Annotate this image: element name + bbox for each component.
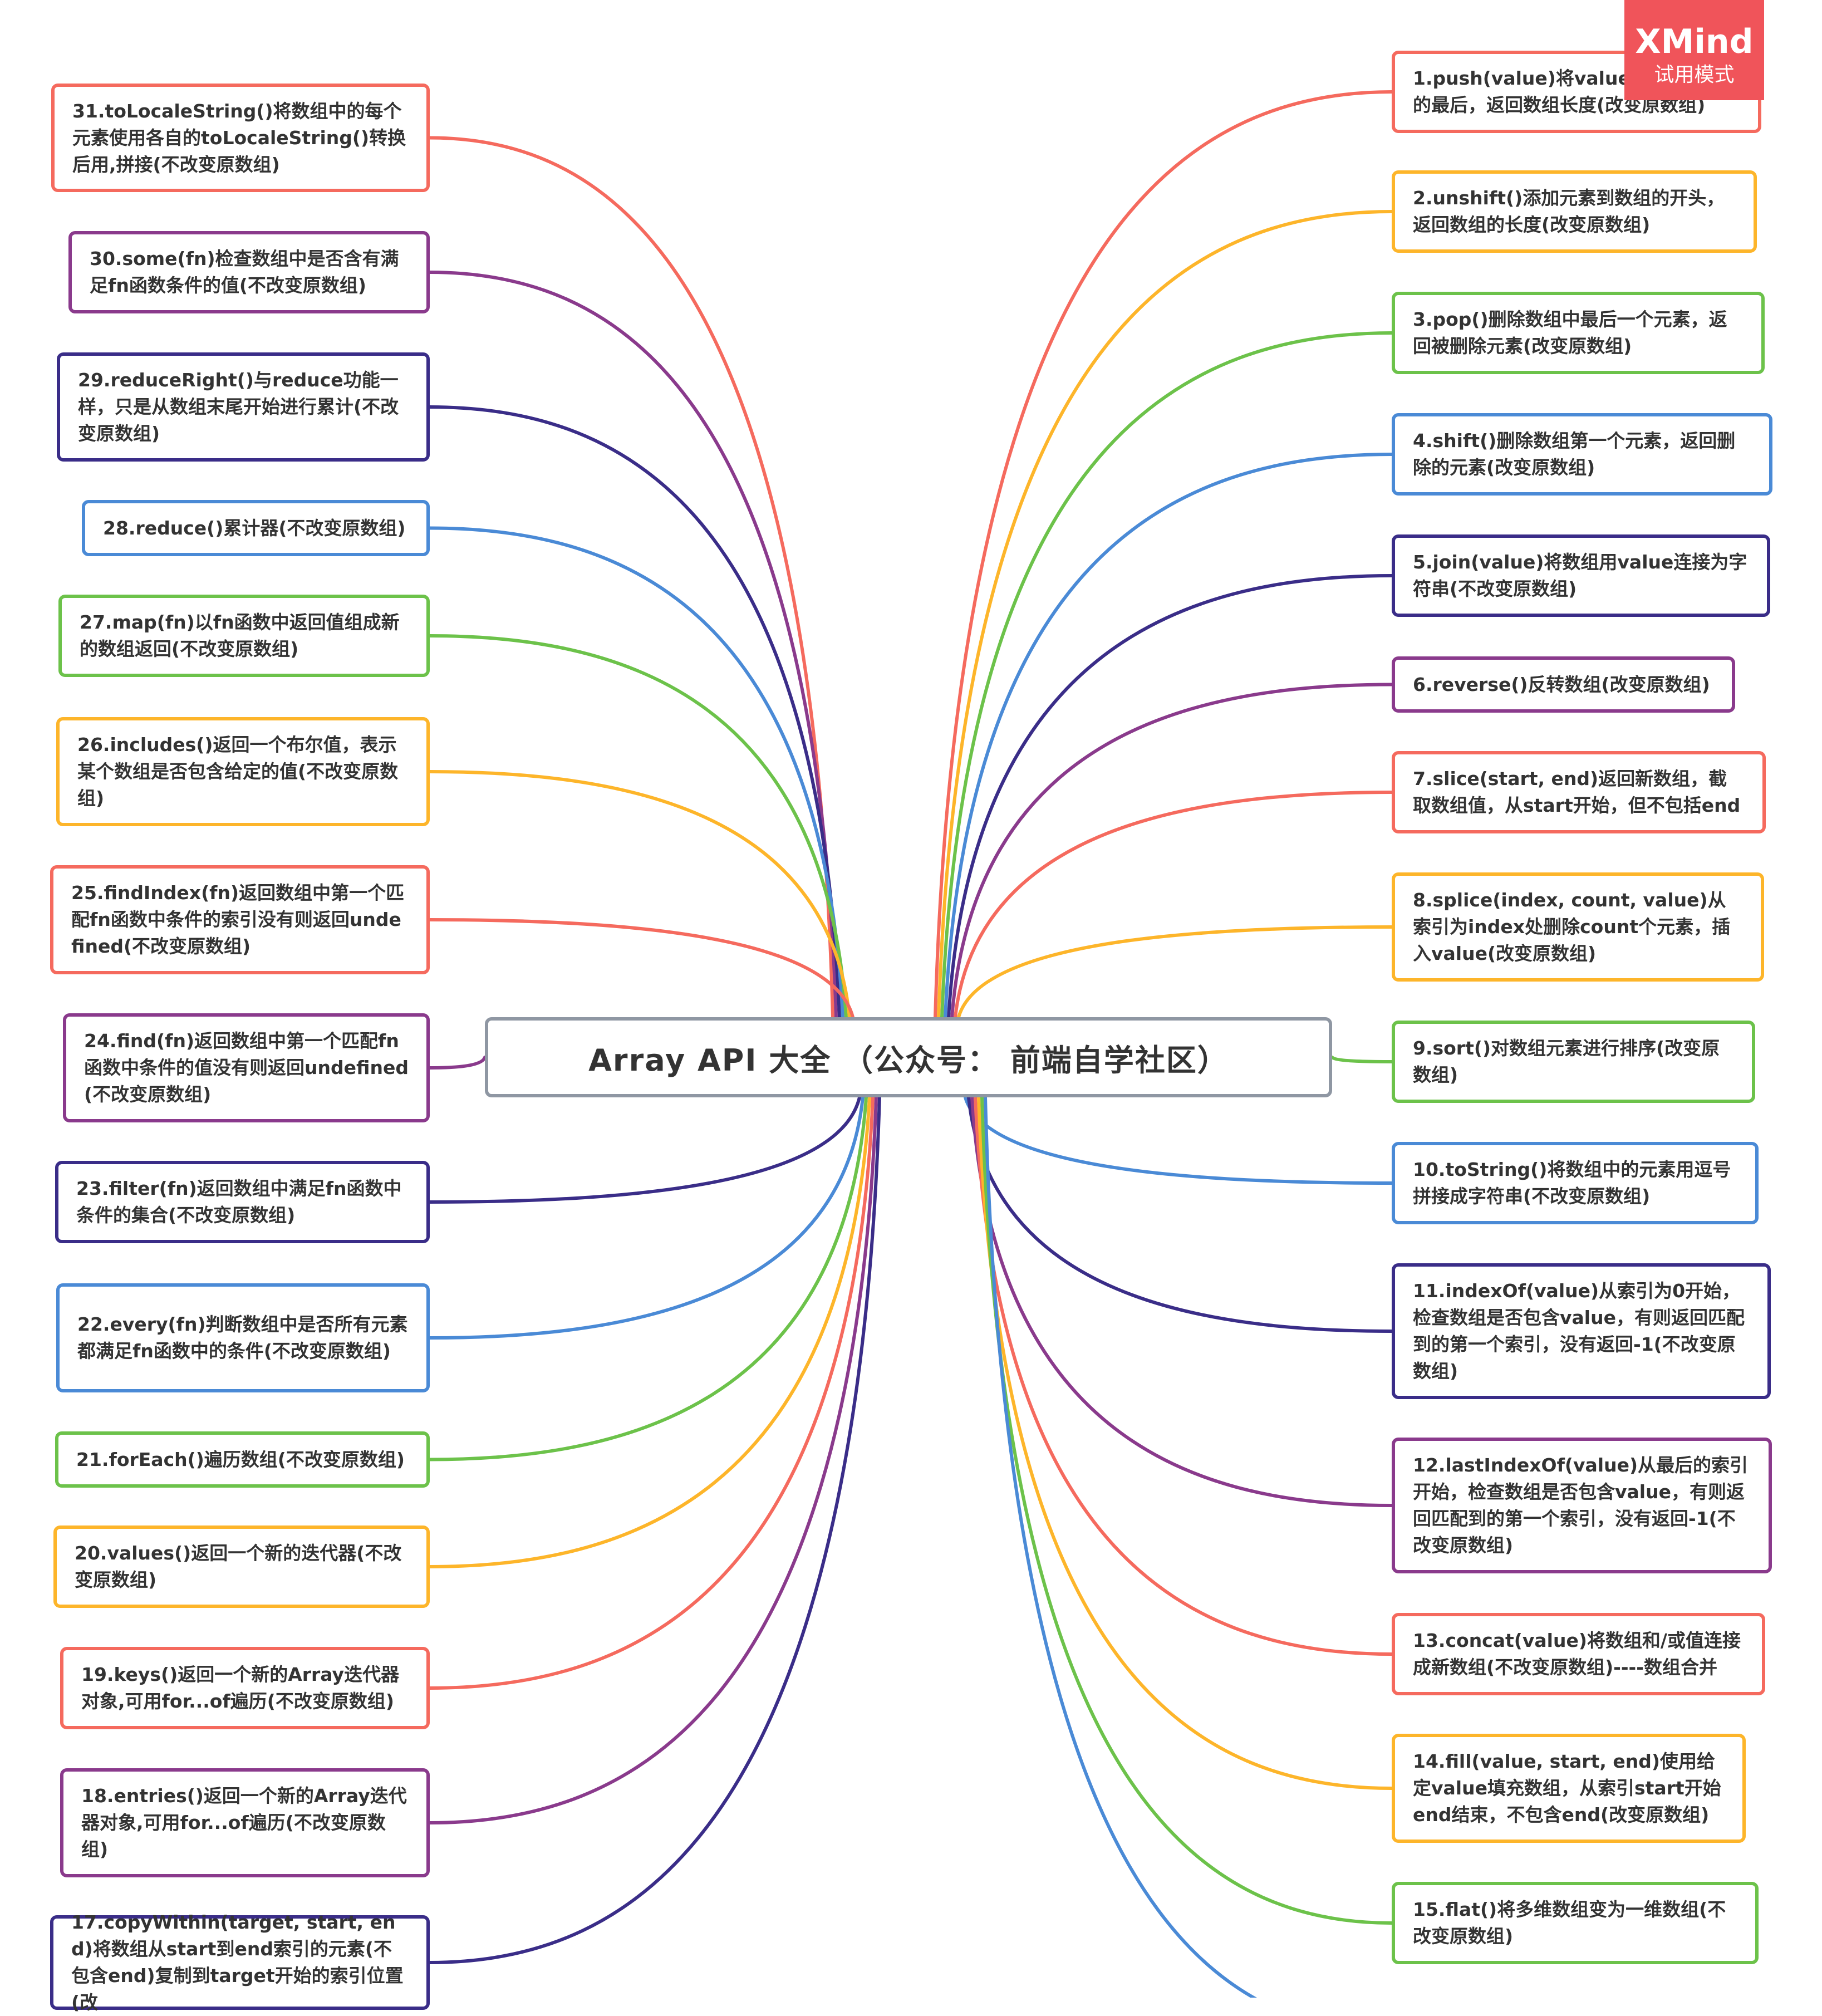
left-topic-label: 23.filter(fn)返回数组中满足fn函数中条件的集合(不改变原数组): [76, 1178, 402, 1226]
right-topic-6[interactable]: 7.slice(start, end)返回新数组，截取数组值，从start开始，…: [1392, 751, 1766, 833]
left-topic-label: 30.some(fn)检查数组中是否含有满足fn函数条件的值(不改变原数组): [90, 248, 399, 296]
right-topic-label: 3.pop()删除数组中最后一个元素，返回被删除元素(改变原数组): [1413, 308, 1727, 357]
left-branch-line-13: [428, 1096, 878, 1824]
left-topic-12[interactable]: 19.keys()返回一个新的Array迭代器对象,可用for...of遍历(不…: [60, 1647, 430, 1729]
left-branch-line-9: [428, 1096, 865, 1340]
central-topic-title: Array API 大全 （公众号： 前端自学社区）: [588, 1042, 1229, 1078]
left-topic-2[interactable]: 29.reduceRight()与reduce功能一样，只是从数组末尾开始进行累…: [57, 352, 430, 462]
left-branch-line-0: [428, 136, 834, 1019]
left-branch-line-11: [428, 1096, 871, 1568]
left-topic-label: 24.find(fn)返回数组中第一个匹配fn函数中条件的值没有则返回undef…: [84, 1030, 409, 1105]
left-topic-label: 29.reduceRight()与reduce功能一样，只是从数组末尾开始进行累…: [78, 369, 399, 444]
left-topic-9[interactable]: 22.every(fn)判断数组中是否所有元素都满足fn函数中的条件(不改变原数…: [56, 1283, 430, 1392]
right-topic-label: 10.toString()将数组中的元素用逗号拼接成字符串(不改变原数组): [1413, 1159, 1731, 1207]
right-branch-line-8: [1330, 1056, 1393, 1063]
left-topic-10[interactable]: 21.forEach()遍历数组(不改变原数组): [55, 1431, 430, 1488]
right-topic-label: 6.reverse()反转数组(改变原数组): [1413, 673, 1710, 695]
left-topic-14[interactable]: 17.copyWithin(target, start, end)将数组从sta…: [50, 1911, 430, 2013]
left-topic-0[interactable]: 31.toLocaleString()将数组中的每个元素使用各自的toLocal…: [51, 84, 430, 192]
right-topic-label: 14.fill(value, start, end)使用给定value填充数组，…: [1413, 1750, 1721, 1826]
right-topic-4[interactable]: 5.join(value)将数组用value连接为字符串(不改变原数组): [1392, 534, 1770, 617]
left-branch-line-10: [428, 1096, 868, 1461]
left-branch-line-8: [428, 1096, 861, 1204]
right-branch-line-7: [957, 925, 1393, 1019]
left-topic-8[interactable]: 23.filter(fn)返回数组中满足fn函数中条件的集合(不改变原数组): [55, 1161, 430, 1243]
left-branch-line-1: [428, 271, 838, 1019]
left-topic-label: 19.keys()返回一个新的Array迭代器对象,可用for...of遍历(不…: [81, 1664, 400, 1712]
left-topic-label: 28.reduce()累计器(不改变原数组): [103, 517, 406, 539]
left-topic-label: 17.copyWithin(target, start, end)将数组从sta…: [71, 1911, 404, 2013]
left-branch-line-5: [428, 770, 851, 1019]
left-topic-label: 21.forEach()遍历数组(不改变原数组): [76, 1448, 405, 1470]
right-topic-label: 8.splice(index, count, value)从索引为index处删…: [1413, 889, 1731, 964]
right-topic-label: 4.shift()删除数组第一个元素，返回删除的元素(改变原数组): [1413, 430, 1736, 478]
left-branch-line-2: [428, 405, 841, 1019]
right-branch-line-9: [964, 1096, 1393, 1185]
right-topic-7[interactable]: 8.splice(index, count, value)从索引为index处删…: [1392, 872, 1764, 982]
right-branch-line-13: [977, 1096, 1393, 1790]
left-branch-line-3: [428, 526, 844, 1019]
right-topic-label: 11.indexOf(value)从索引为0开始，检查数组是否包含value，有…: [1413, 1280, 1745, 1382]
right-topic-label: 2.unshift()添加元素到数组的开头，返回数组的长度(改变原数组): [1413, 187, 1725, 236]
central-topic[interactable]: Array API 大全 （公众号： 前端自学社区）: [485, 1017, 1332, 1097]
left-topic-1[interactable]: 30.some(fn)检查数组中是否含有满足fn函数条件的值(不改变原数组): [68, 231, 430, 313]
left-topic-3[interactable]: 28.reduce()累计器(不改变原数组): [82, 500, 430, 556]
left-branch-line-4: [428, 634, 848, 1019]
right-topic-12[interactable]: 13.concat(value)将数组和/或值连接成新数组(不改变原数组)---…: [1392, 1613, 1765, 1695]
right-branch-line-0: [934, 90, 1393, 1019]
right-branch-line-1: [937, 210, 1393, 1019]
left-topic-label: 22.every(fn)判断数组中是否所有元素都满足fn函数中的条件(不改变原数…: [77, 1313, 408, 1362]
left-topic-label: 27.map(fn)以fn函数中返回值组成新的数组返回(不改变原数组): [80, 611, 400, 660]
xmind-trial-badge: XMind 试用模式: [1624, 0, 1764, 100]
right-topic-1[interactable]: 2.unshift()添加元素到数组的开头，返回数组的长度(改变原数组): [1392, 170, 1757, 253]
left-topic-11[interactable]: 20.values()返回一个新的迭代器(不改变原数组): [53, 1526, 430, 1608]
left-topic-13[interactable]: 18.entries()返回一个新的Array迭代器对象,可用for...of遍…: [60, 1768, 430, 1877]
left-topic-7[interactable]: 24.find(fn)返回数组中第一个匹配fn函数中条件的值没有则返回undef…: [63, 1013, 430, 1122]
right-topic-14[interactable]: 15.flat()将多维数组变为一维数组(不改变原数组): [1392, 1882, 1759, 1964]
right-branch-line-11: [970, 1096, 1393, 1507]
right-topic-11[interactable]: 12.lastIndexOf(value)从最后的索引开始，检查数组是否包含va…: [1392, 1438, 1772, 1573]
right-topic-2[interactable]: 3.pop()删除数组中最后一个元素，返回被删除元素(改变原数组): [1392, 292, 1765, 374]
right-topic-label: 15.flat()将多维数组变为一维数组(不改变原数组): [1413, 1899, 1726, 1947]
left-topic-5[interactable]: 26.includes()返回一个布尔值，表示某个数组是否包含给定的值(不改变原…: [56, 717, 430, 826]
right-branch-line-15: [984, 1096, 1258, 1998]
right-topic-13[interactable]: 14.fill(value, start, end)使用给定value填充数组，…: [1392, 1734, 1746, 1843]
right-topic-8[interactable]: 9.sort()对数组元素进行排序(改变原数组): [1392, 1021, 1755, 1103]
right-branch-line-4: [947, 574, 1393, 1019]
left-topic-4[interactable]: 27.map(fn)以fn函数中返回值组成新的数组返回(不改变原数组): [58, 595, 430, 677]
left-topic-label: 31.toLocaleString()将数组中的每个元素使用各自的toLocal…: [72, 100, 406, 175]
right-topic-9[interactable]: 10.toString()将数组中的元素用逗号拼接成字符串(不改变原数组): [1392, 1142, 1759, 1224]
right-branch-line-3: [944, 453, 1393, 1019]
left-topic-label: 20.values()返回一个新的迭代器(不改变原数组): [75, 1542, 402, 1591]
right-branch-line-10: [967, 1096, 1393, 1333]
right-topic-label: 13.concat(value)将数组和/或值连接成新数组(不改变原数组)---…: [1413, 1630, 1741, 1678]
right-topic-label: 9.sort()对数组元素进行排序(改变原数组): [1413, 1037, 1720, 1086]
right-branch-line-5: [950, 683, 1393, 1019]
right-branch-line-2: [940, 331, 1393, 1019]
right-topic-label: 12.lastIndexOf(value)从最后的索引开始，检查数组是否包含va…: [1413, 1454, 1749, 1556]
left-topic-6[interactable]: 25.findIndex(fn)返回数组中第一个匹配fn函数中条件的索引没有则返…: [50, 865, 430, 974]
left-topic-label: 25.findIndex(fn)返回数组中第一个匹配fn函数中条件的索引没有则返…: [71, 882, 405, 957]
right-branch-line-12: [974, 1096, 1393, 1656]
trial-mode-label: 试用模式: [1654, 63, 1735, 86]
right-branch-line-6: [954, 791, 1393, 1019]
xmind-brand: XMind: [1635, 22, 1754, 61]
left-branch-line-7: [428, 1056, 487, 1070]
left-branch-line-12: [428, 1096, 875, 1690]
right-topic-label: 5.join(value)将数组用value连接为字符串(不改变原数组): [1413, 551, 1747, 600]
left-topic-label: 26.includes()返回一个布尔值，表示某个数组是否包含给定的值(不改变原…: [77, 734, 399, 809]
left-branch-line-6: [428, 918, 854, 1019]
right-topic-3[interactable]: 4.shift()删除数组第一个元素，返回删除的元素(改变原数组): [1392, 413, 1772, 496]
right-topic-5[interactable]: 6.reverse()反转数组(改变原数组): [1392, 656, 1735, 713]
right-topic-10[interactable]: 11.indexOf(value)从索引为0开始，检查数组是否包含value，有…: [1392, 1263, 1771, 1399]
right-topic-label: 7.slice(start, end)返回新数组，截取数组值，从start开始，…: [1413, 768, 1741, 816]
left-branch-line-14: [428, 1096, 881, 1964]
left-topic-label: 18.entries()返回一个新的Array迭代器对象,可用for...of遍…: [81, 1785, 407, 1860]
